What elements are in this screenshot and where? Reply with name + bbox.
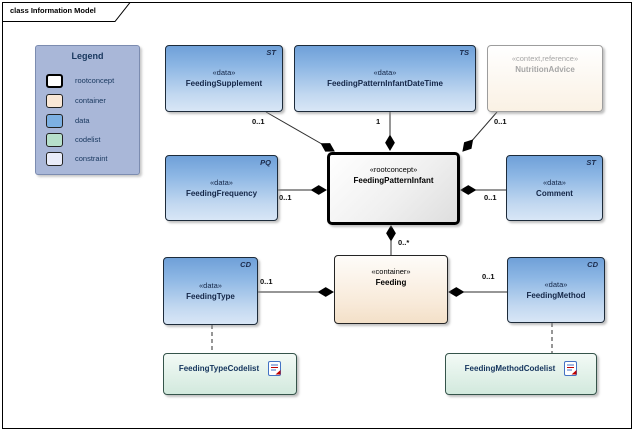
class-name: FeedingTypeCodelist [178,363,260,373]
legend-item-rootconcept: rootconcept [46,73,114,88]
multiplicity-label: 0..1 [494,117,507,126]
class-name: NutritionAdvice [515,65,575,74]
class-name: FeedingFrequency [185,188,258,198]
class-name: FeedingMethodCodelist [464,363,556,373]
stereotype-label: «data» [373,68,397,77]
connector-nutritionadvice [462,111,498,152]
legend-item-codelist: codelist [46,132,100,147]
stereotype-label: «data» [199,280,222,290]
type-code-label: CD [240,260,251,269]
legend-item-data: data [46,113,90,128]
codelist-swatch [46,132,63,147]
class-name: FeedingPatternInfantDateTime [327,79,443,88]
connector-feedingsupplement [265,111,335,152]
legend-item-container: container [46,93,106,108]
diagram-title: class Information Model [10,6,96,15]
data-swatch [46,113,63,128]
class-box-feeding-type[interactable]: CD «data» FeedingType [163,257,258,325]
class-box-feeding-pattern-infant[interactable]: «rootconcept» FeedingPatternInfant [327,152,460,225]
stereotype-label: «context,reference» [511,54,579,63]
type-code-label: PQ [260,158,271,167]
type-code-label: CD [587,260,598,269]
multiplicity-label: 0..1 [482,272,495,281]
codelist-document-icon [564,360,578,376]
type-code-label: ST [266,48,276,57]
class-box-comment[interactable]: ST «data» Comment [506,155,603,221]
class-name: Comment [536,188,573,198]
class-box-feeding-pattern-infant-datetime[interactable]: TS «data» FeedingPatternInfantDateTime [294,45,476,112]
legend-item-constraint: constraint [46,151,108,166]
class-name: FeedingMethod [526,290,586,300]
stereotype-label: «data» [543,177,566,187]
type-code-label: ST [586,158,596,167]
class-box-feeding-frequency[interactable]: PQ «data» FeedingFrequency [165,155,278,221]
multiplicity-label: 0..1 [260,277,273,286]
class-name: FeedingSupplement [185,79,263,88]
constraint-swatch [46,151,63,166]
class-name: FeedingPatternInfant [353,176,434,185]
class-name: FeedingType [186,291,235,301]
stereotype-label: «data» [544,279,568,289]
stereotype-label: «rootconcept» [369,165,418,174]
container-swatch [46,93,63,108]
multiplicity-label: 0..1 [279,193,292,202]
class-name: Feeding [375,278,407,287]
class-box-feeding-supplement[interactable]: ST «data» FeedingSupplement [165,45,283,112]
legend-panel[interactable]: Legend rootconcept container data codeli… [35,45,140,175]
class-box-feeding-method-codelist[interactable]: FeedingMethodCodelist [445,353,597,395]
class-box-feeding-method[interactable]: CD «data» FeedingMethod [507,257,605,323]
multiplicity-label: 0..1 [252,117,265,126]
legend-title: Legend [71,51,104,61]
class-box-nutrition-advice[interactable]: «context,reference» NutritionAdvice [487,45,603,112]
rootconcept-swatch [46,73,63,88]
multiplicity-label: 0..1 [484,193,497,202]
frame-tab [2,2,132,22]
multiplicity-label: 1 [376,117,381,126]
stereotype-label: «container» [371,267,411,276]
stereotype-label: «data» [210,177,233,187]
multiplicity-label: 0..* [398,238,410,247]
class-box-feeding[interactable]: «container» Feeding [334,255,448,324]
codelist-document-icon [268,360,282,376]
type-code-label: TS [459,48,469,57]
class-box-feeding-type-codelist[interactable]: FeedingTypeCodelist [163,353,297,395]
stereotype-label: «data» [212,68,236,77]
